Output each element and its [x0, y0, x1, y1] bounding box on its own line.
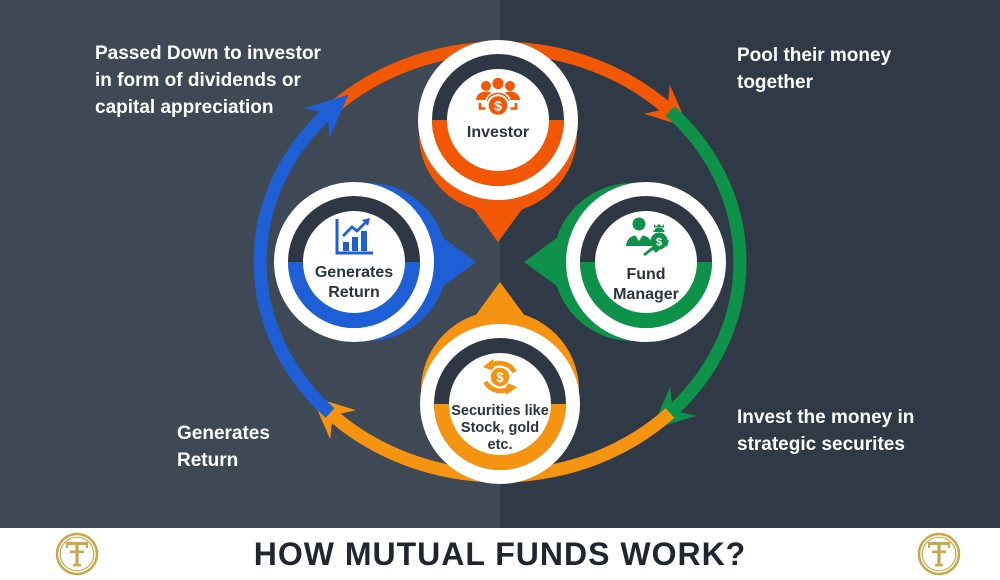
exchange-arrowhead-left — [482, 358, 495, 372]
shirt-detail — [635, 235, 643, 241]
dollar-glyph: $ — [494, 98, 502, 114]
node-label: Securities like — [451, 403, 549, 419]
bracket-marks — [478, 103, 518, 110]
dollar-glyph: $ — [656, 237, 662, 249]
footer-bar: HOW MUTUAL FUNDS WORK? — [0, 528, 1000, 580]
tf-monogram-logo-left — [55, 532, 99, 576]
node-label: etc. — [487, 437, 513, 453]
caption-line: Return — [177, 450, 239, 471]
caption-line: Generates — [177, 423, 270, 444]
caption-bottom-right: Invest the money in strategic securites — [737, 404, 914, 458]
node-generates-return-content: Generates Return — [294, 216, 414, 303]
bar-chart-growth-icon — [335, 218, 373, 255]
dollar-glyph: $ — [496, 370, 504, 385]
caption-top-left: Passed Down to investor in form of divid… — [95, 40, 321, 121]
investors-group-dollar-icon: $ — [476, 76, 520, 117]
page-title: HOW MUTUAL FUNDS WORK? — [253, 535, 747, 572]
node-label: Manager — [613, 286, 679, 303]
caption-line: in form of dividends or — [95, 70, 301, 91]
tf-monogram-logo-right — [917, 532, 961, 576]
caption-line: Pool their money — [737, 45, 892, 66]
caption-line: together — [737, 72, 813, 93]
caption-line: Passed Down to investor — [95, 43, 321, 64]
dollar-exchange-icon: $ — [482, 358, 518, 396]
node-securities-content: $ Securities like Stock, gold etc. — [440, 356, 560, 454]
caption-line: capital appreciation — [95, 97, 274, 118]
node-generates-return-pin — [274, 182, 476, 342]
node-investor-pin — [418, 40, 578, 242]
growth-arrow — [643, 241, 666, 257]
node-label: Stock, gold — [460, 420, 540, 436]
node-investor-content: $ Investor — [438, 76, 558, 143]
node-label: Investor — [466, 124, 530, 141]
fund-manager-moneybag-icon: $ — [626, 217, 669, 257]
caption-line: Invest the money in — [737, 407, 915, 428]
node-label: Generates — [314, 264, 394, 281]
node-fund-manager-content: $ Fund Manager — [586, 216, 706, 305]
caption-line: strategic securites — [737, 434, 905, 455]
exchange-arrowhead-right — [505, 382, 518, 396]
chart-trend-line — [342, 221, 367, 237]
node-label: Return — [328, 284, 380, 301]
node-label: Fund — [626, 266, 666, 283]
arrow-return-to-investor — [253, 94, 349, 418]
caption-bottom-left: Generates Return — [177, 420, 270, 474]
caption-top-right: Pool their money together — [737, 42, 891, 96]
node-fund-manager-pin — [524, 182, 726, 342]
arrow-fundmanager-to-securities — [651, 106, 747, 430]
